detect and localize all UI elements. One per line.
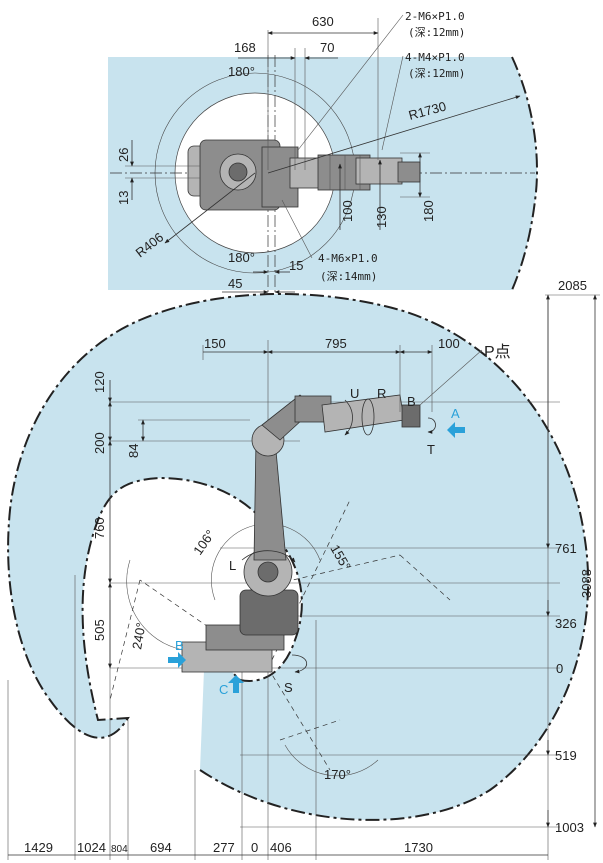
side-dim-150: 150: [204, 336, 226, 351]
side-view-c-label: C: [219, 682, 228, 697]
top-dim-15: 15: [289, 258, 303, 273]
bottom-dim-1024: 1024: [77, 840, 106, 855]
side-dim-761: 761: [555, 541, 577, 556]
side-dim-519: 519: [555, 748, 577, 763]
side-axis-s: S: [284, 680, 293, 695]
side-dim-1003: 1003: [555, 820, 584, 835]
side-dim-84: 84: [126, 444, 141, 458]
top-note-4m6-depth: (深:14mm): [320, 270, 377, 283]
top-dim-180: 180: [421, 200, 436, 222]
side-dim-326: 326: [555, 616, 577, 631]
side-dim-760: 760: [92, 517, 107, 539]
bottom-dim-804: 804: [111, 844, 128, 855]
side-angle-106: 106°: [190, 527, 218, 558]
side-dim-0: 0: [556, 661, 563, 676]
top-note-4m4: 4-M4×P1.0: [405, 51, 465, 64]
view-arrow-b: [168, 652, 186, 668]
top-dim-630: 630: [312, 14, 334, 29]
side-view-robot: [181, 394, 421, 673]
side-axis-r: R: [377, 386, 386, 401]
top-note-2m6: 2-M6×P1.0: [405, 10, 465, 23]
side-angle-240: 240°: [129, 621, 148, 650]
top-dim-13: 13: [116, 191, 131, 205]
side-view-a-label: A: [451, 406, 460, 421]
bottom-dim-277: 277: [213, 840, 235, 855]
side-view-envelope-outline: [7, 293, 590, 821]
side-view: U R B T L S A B C P点 150 795 100 2085 12…: [7, 278, 600, 860]
view-arrow-c: [228, 675, 244, 693]
top-dim-26: 26: [116, 148, 131, 162]
top-dim-100: 100: [340, 200, 355, 222]
side-dim-200: 200: [92, 432, 107, 454]
side-axis-l: L: [229, 558, 236, 573]
bottom-dim-1429: 1429: [24, 840, 53, 855]
top-dim-45: 45: [228, 276, 242, 291]
top-view: 630 168 70 2-M6×P1.0 (深:12mm) 4-M4×P1.0 …: [108, 10, 538, 298]
top-view-envelope-edge: [511, 56, 538, 291]
top-view-robot: [187, 139, 421, 211]
bottom-dim-406: 406: [270, 840, 292, 855]
side-axis-b: B: [407, 394, 416, 409]
side-dim-100: 100: [438, 336, 460, 351]
top-dim-130: 130: [374, 206, 389, 228]
side-dim-120: 120: [92, 371, 107, 393]
bottom-dim-0: 0: [251, 840, 258, 855]
side-view-b-label: B: [175, 638, 184, 653]
view-arrow-a: [447, 422, 465, 438]
side-dim-2085: 2085: [558, 278, 587, 293]
top-angle-top: 180°: [228, 64, 255, 79]
side-axis-u: U: [350, 386, 359, 401]
top-dim-70: 70: [320, 40, 334, 55]
side-dim-795: 795: [325, 336, 347, 351]
side-angle-170: 170°: [324, 767, 351, 782]
top-note-2m6-depth: (深:12mm): [408, 26, 465, 39]
bottom-dim-1730: 1730: [404, 840, 433, 855]
top-note-4m6: 4-M6×P1.0: [318, 252, 378, 265]
top-dim-168: 168: [234, 40, 256, 55]
side-axis-t: T: [427, 442, 435, 457]
side-dim-3088: 3088: [579, 569, 594, 598]
side-view-work-area: [8, 293, 589, 820]
side-dim-505: 505: [92, 619, 107, 641]
bottom-dim-694: 694: [150, 840, 172, 855]
side-point-label: P点: [484, 343, 511, 361]
top-note-4m4-depth: (深:12mm): [408, 67, 465, 80]
top-angle-bottom: 180°: [228, 250, 255, 265]
